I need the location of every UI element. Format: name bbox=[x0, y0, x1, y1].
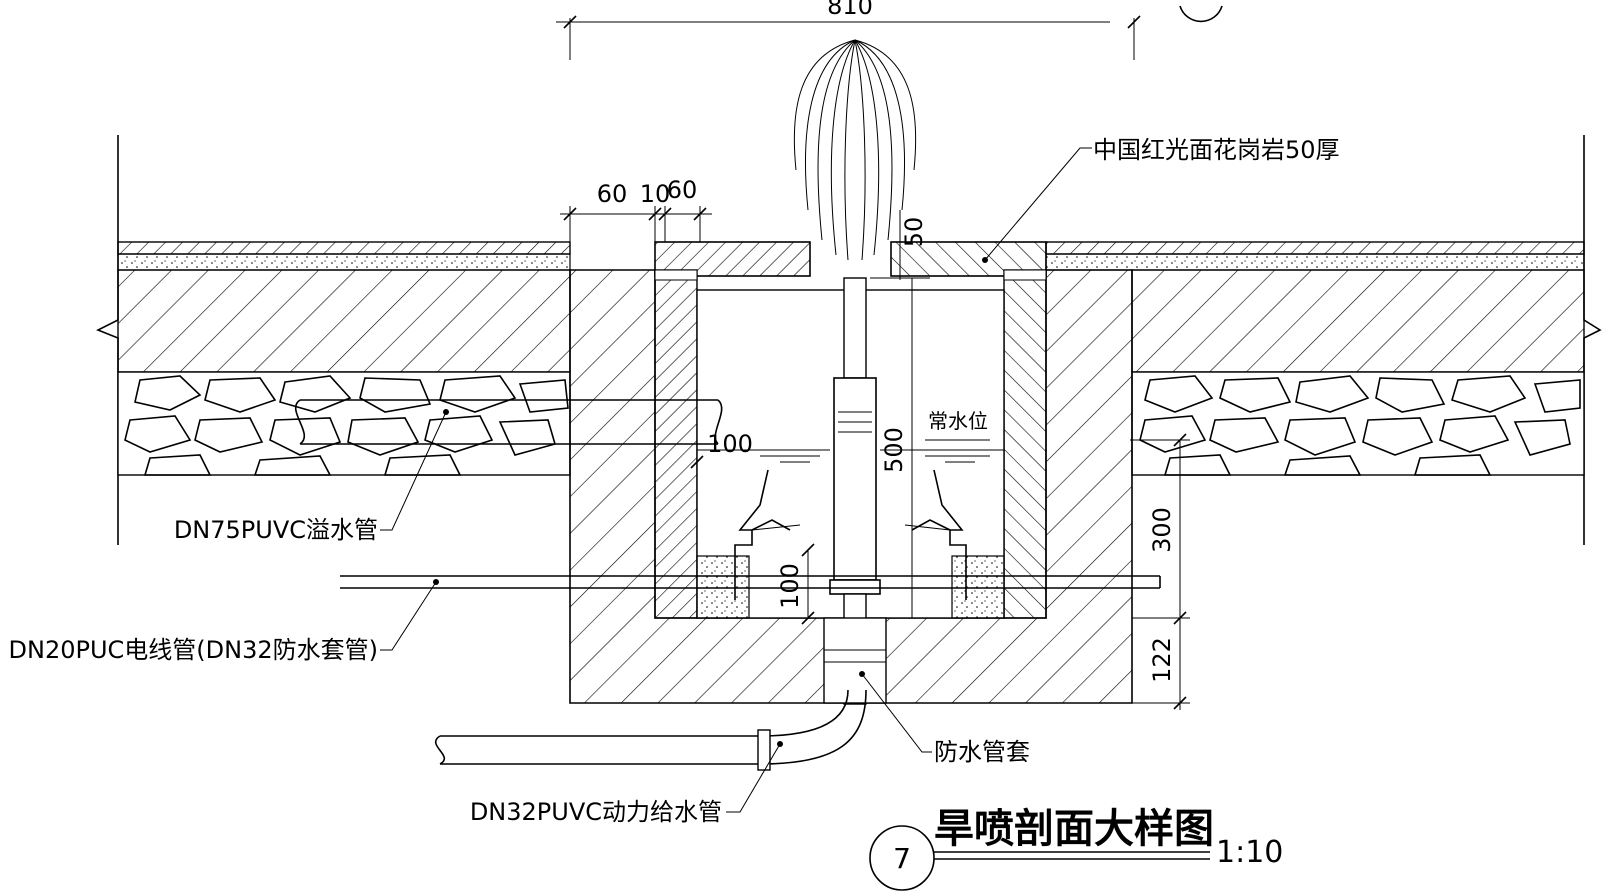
dimension-gaps-top: 60 10 60 bbox=[560, 176, 712, 242]
label-overflow-pipe: DN75PUVC溢水管 bbox=[174, 516, 378, 544]
granite-slab-right bbox=[890, 241, 1047, 281]
paving-right bbox=[1045, 241, 1585, 373]
leader-sleeve bbox=[859, 671, 932, 753]
gravel-right bbox=[1131, 371, 1585, 476]
leader-conduit bbox=[380, 579, 439, 651]
dimension-pit-500: 500 bbox=[870, 277, 930, 618]
dim-10: 10 bbox=[640, 180, 671, 208]
gravel-left bbox=[117, 371, 571, 476]
dim-50-label: 50 bbox=[900, 217, 928, 248]
label-waterproof-sleeve: 防水管套 bbox=[934, 738, 1030, 766]
title-text: 旱喷剖面大样图 bbox=[934, 806, 1214, 852]
dimension-stone-50: 50 bbox=[899, 210, 928, 280]
title-block: 7 旱喷剖面大样图 1:10 bbox=[869, 806, 1283, 891]
filter-fitting-left bbox=[734, 469, 801, 600]
leader-granite bbox=[982, 147, 1092, 263]
dimension-water-100: 100 bbox=[690, 430, 753, 470]
break-line-right bbox=[1583, 135, 1602, 545]
label-normal-water-level: 常水位 bbox=[928, 409, 988, 433]
dim-60-right: 60 bbox=[667, 176, 698, 204]
dim-100-sump: 100 bbox=[776, 563, 804, 609]
overflow-pipe bbox=[294, 399, 723, 445]
water-jet bbox=[793, 39, 917, 261]
title-index-circle bbox=[869, 825, 935, 891]
sump-block-left bbox=[696, 555, 750, 619]
dim-500-label: 500 bbox=[880, 427, 908, 473]
label-electric-conduit: DN20PUC电线管(DN32防水套管) bbox=[9, 636, 378, 664]
dim-122-label: 122 bbox=[1148, 637, 1176, 683]
paving-left bbox=[117, 241, 571, 373]
supply-pipe bbox=[434, 689, 867, 771]
dim-300-label: 300 bbox=[1148, 507, 1176, 553]
title-scale: 1:10 bbox=[1216, 835, 1283, 870]
granite-slab-left bbox=[654, 241, 811, 281]
label-supply-pipe: DN32PUVC动力给水管 bbox=[470, 798, 722, 826]
dimension-right-chain: 300 122 bbox=[1130, 433, 1190, 710]
water-level-right bbox=[880, 449, 1004, 463]
label-granite: 中国红光面花岗岩50厚 bbox=[1093, 136, 1340, 164]
leader-overflow bbox=[380, 409, 449, 531]
dimension-top-810: 810 bbox=[556, 0, 1141, 60]
leader-supply bbox=[726, 741, 783, 813]
break-line-left bbox=[96, 135, 119, 545]
dim-100-water: 100 bbox=[707, 430, 753, 458]
waterproof-sleeve-box bbox=[823, 617, 887, 704]
electric-conduit bbox=[340, 575, 1161, 589]
section-marker-arc bbox=[1179, 5, 1223, 23]
sump-block-right bbox=[951, 555, 1005, 619]
dim-810-label: 810 bbox=[827, 0, 873, 20]
title-index: 7 bbox=[893, 842, 911, 875]
water-level-left bbox=[697, 449, 830, 463]
dim-60-left: 60 bbox=[597, 180, 628, 208]
dimension-sump-100: 100 bbox=[776, 543, 815, 625]
